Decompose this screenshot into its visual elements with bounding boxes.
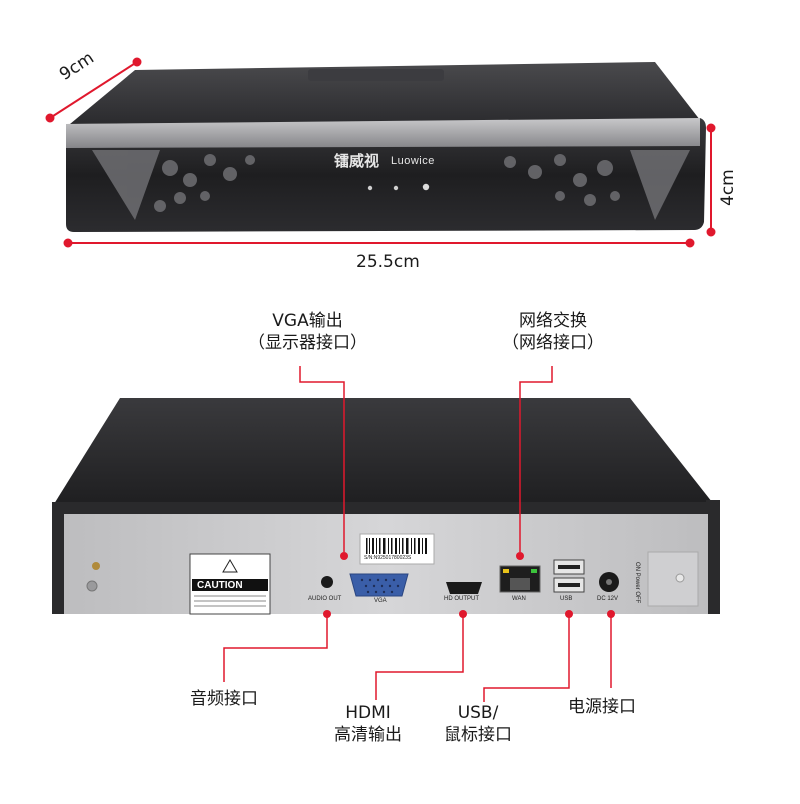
vga-label: VGA [374, 598, 387, 604]
front-view: 镭威视 Luowice 9cm 4cm 25.5cm [0, 0, 800, 290]
hdmi-port [446, 582, 482, 594]
dimension-lines [45, 57, 716, 248]
callout-vga-title: VGA输出 [272, 311, 343, 331]
brand-cn: 镭威视 [334, 152, 380, 170]
callout-hdmi-sub: 高清输出 [334, 725, 402, 745]
audio-out-label: AUDIO OUT [308, 596, 342, 602]
dc-label: DC 12V [597, 596, 619, 602]
warning-triangle-icon [222, 559, 238, 573]
audio-jack [321, 576, 333, 588]
screw-icon [86, 580, 98, 592]
callout-usb: USB/ 鼠标接口 [444, 702, 512, 746]
power-button [422, 183, 430, 191]
power-label: ON Power OFF [634, 562, 640, 604]
callout-hdmi-title: HDMI [345, 703, 391, 723]
callout-network: 网络交换 （网络接口） [502, 310, 604, 354]
callout-vga-sub: （显示器接口） [248, 333, 367, 353]
callout-network-title: 网络交换 [519, 311, 587, 331]
front-decor-right [504, 150, 690, 220]
device-top-rear [54, 398, 712, 504]
usb-label: USB [560, 596, 573, 602]
front-decor-left [92, 150, 255, 220]
wan-label: WAN [512, 596, 526, 602]
height-label: 4cm [718, 169, 738, 206]
callout-dots [323, 552, 615, 618]
led-1 [367, 185, 373, 191]
callout-usb-sub: 鼠标接口 [444, 725, 512, 745]
callout-audio: 音频接口 [190, 688, 258, 710]
ground-screw-icon [92, 562, 100, 570]
callout-network-sub: （网络接口） [502, 333, 604, 353]
power-switch [675, 573, 685, 583]
caution-label: CAUTION [197, 580, 243, 591]
callout-lines [223, 366, 612, 702]
callout-usb-title: USB/ [457, 703, 499, 723]
nvr-rear-illustration [52, 366, 720, 702]
callout-hdmi: HDMI 高清输出 [334, 702, 402, 746]
callout-vga: VGA输出 （显示器接口） [248, 310, 367, 354]
callout-audio-title: 音频接口 [190, 689, 258, 709]
nvr-front-illustration [66, 62, 706, 232]
hdmi-label: HD OUTPUT [444, 596, 479, 602]
serial-label: S/N:N92501780023S [364, 555, 412, 561]
width-label: 25.5cm [356, 252, 420, 272]
top-recess [308, 69, 444, 81]
power-switch-panel [647, 551, 699, 607]
callout-power-title: 电源接口 [568, 697, 636, 717]
rear-view: CAUTION S/N:N92501780023S AUDIO OUT VGA … [0, 290, 800, 800]
vga-port [349, 573, 409, 597]
brand-en: Luowice [391, 155, 435, 167]
led-2 [393, 185, 399, 191]
callout-power: 电源接口 [568, 696, 636, 718]
device-top [70, 62, 700, 124]
